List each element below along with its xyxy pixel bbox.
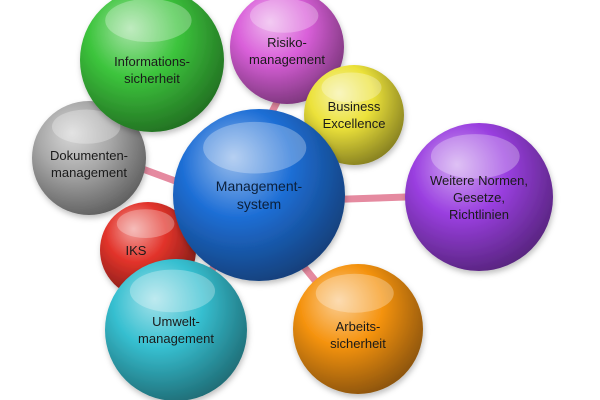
- bubble-management-system: [173, 109, 345, 281]
- bubble-risikomanagement: [230, 0, 344, 104]
- bubble-highlight-risikomanagement: [249, 0, 319, 33]
- bubble-arbeitssicherheit: [293, 264, 423, 394]
- connector-dokumentenmanagement: [136, 164, 182, 186]
- bubble-highlight-business-excellence: [321, 72, 382, 103]
- bubble-dokumentenmanagement: [32, 101, 146, 215]
- bubble-highlight-weitere-normen: [430, 134, 520, 179]
- bubble-informationssicherheit: [80, 0, 224, 132]
- bubble-umweltmanagement: [105, 259, 247, 400]
- bubble-highlight-arbeitssicherheit: [315, 273, 394, 313]
- bubble-highlight-informationssicherheit: [105, 0, 192, 42]
- bubble-business-excellence: [304, 65, 404, 165]
- bubble-highlight-center: [203, 121, 307, 174]
- bubble-highlight-dokumentenmanagement: [51, 109, 121, 144]
- bubble-highlight-iks: [116, 209, 175, 239]
- bubble-weitere-normen: [405, 123, 553, 271]
- bubble-highlight-umweltmanagement: [129, 269, 216, 313]
- bubbles: [32, 0, 553, 400]
